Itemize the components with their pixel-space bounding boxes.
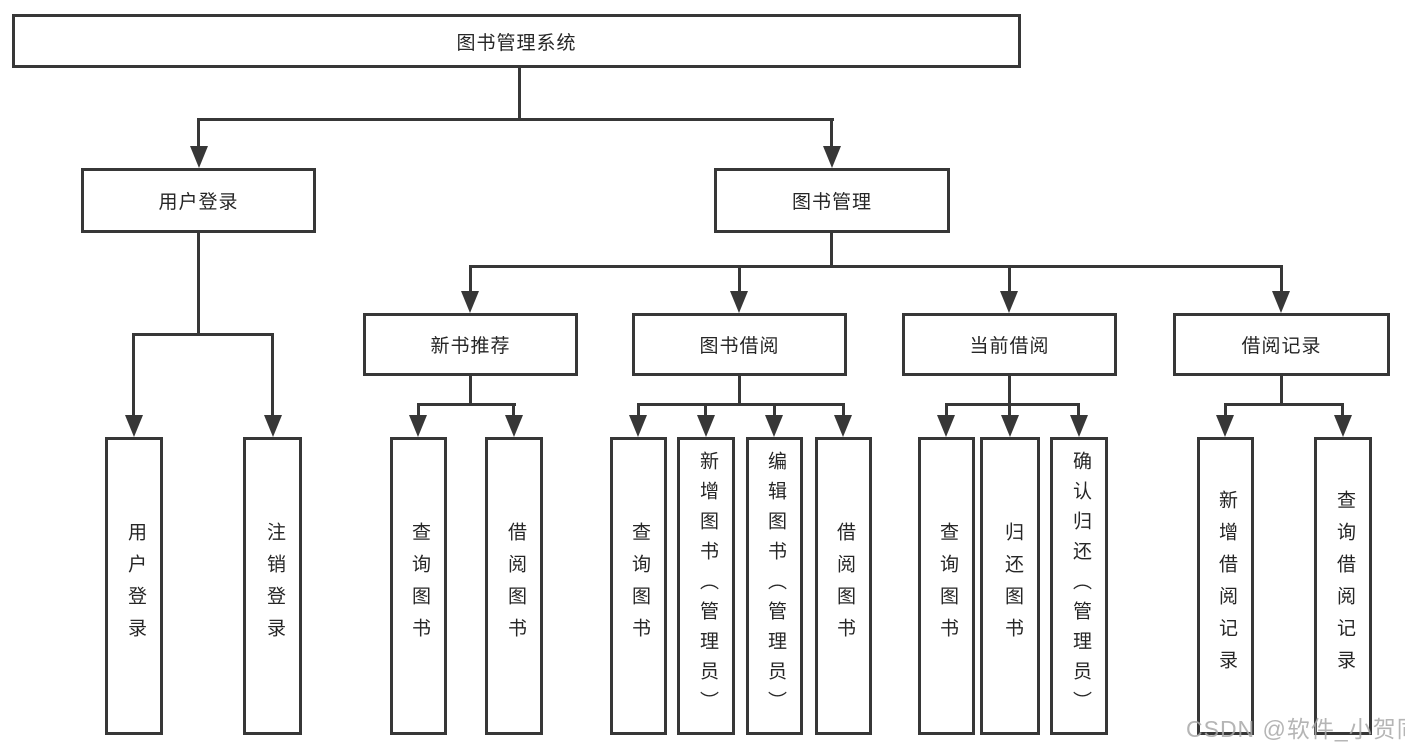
node-library-system: 图书管理系统 — [12, 14, 1021, 68]
leaf-confirm-return-admin: 确认归还（管理员） — [1050, 437, 1108, 735]
connector-line — [197, 118, 200, 148]
node-borrowing-records-label: 借阅记录 — [1241, 336, 1322, 357]
node-book-management: 图书管理 — [714, 168, 950, 233]
leaf-add-book-admin: 新增图书（管理员） — [677, 437, 735, 735]
connector-line — [773, 403, 776, 417]
connector-line — [842, 403, 845, 417]
connector-line — [132, 333, 274, 336]
leaf-user-login: 用户登录 — [105, 437, 163, 735]
arrow-down-icon — [125, 415, 143, 437]
leaf-return-book: 归还图书 — [980, 437, 1040, 735]
csdn-watermark: CSDN @软件_小贺同学 — [1186, 716, 1405, 742]
connector-line — [1008, 265, 1011, 293]
node-user-login: 用户登录 — [81, 168, 316, 233]
arrow-down-icon — [834, 415, 852, 437]
connector-line — [704, 403, 707, 417]
connector-line — [1341, 403, 1344, 417]
connector-line — [1077, 403, 1080, 417]
leaf-query-borrow-record: 查询借阅记录 — [1314, 437, 1372, 735]
arrow-down-icon — [629, 415, 647, 437]
node-current-borrowing-label: 当前借阅 — [969, 336, 1050, 357]
node-new-book-recommend-label: 新书推荐 — [430, 336, 511, 357]
arrow-down-icon — [937, 415, 955, 437]
connector-line — [637, 403, 845, 406]
connector-line — [271, 333, 274, 417]
connector-line — [512, 403, 515, 417]
node-current-borrowing: 当前借阅 — [902, 313, 1117, 376]
connector-line — [945, 403, 948, 417]
arrow-down-icon — [1001, 415, 1019, 437]
leaf-query-books-recommend: 查询图书 — [390, 437, 447, 735]
connector-line — [1224, 403, 1343, 406]
connector-line — [738, 376, 741, 406]
connector-line — [417, 403, 516, 406]
connector-line — [197, 233, 200, 336]
connector-line — [417, 403, 420, 417]
arrow-down-icon — [765, 415, 783, 437]
connector-line — [1008, 403, 1011, 417]
connector-line — [1280, 376, 1283, 406]
leaf-borrow-books-recommend: 借阅图书 — [485, 437, 543, 735]
node-borrowing-records: 借阅记录 — [1173, 313, 1390, 376]
connector-line — [1008, 376, 1011, 406]
connector-line — [469, 265, 472, 293]
node-book-borrowing-label: 图书借阅 — [699, 336, 780, 357]
connector-line — [637, 403, 640, 417]
node-library-system-label: 图书管理系统 — [456, 32, 577, 54]
arrow-down-icon — [1070, 415, 1088, 437]
connector-line — [830, 118, 833, 148]
arrow-down-icon — [264, 415, 282, 437]
arrow-down-icon — [190, 146, 208, 168]
connector-line — [469, 376, 472, 406]
leaf-add-borrow-record: 新增借阅记录 — [1197, 437, 1254, 735]
connector-line — [197, 118, 834, 121]
arrow-down-icon — [505, 415, 523, 437]
arrow-down-icon — [409, 415, 427, 437]
arrow-down-icon — [1334, 415, 1352, 437]
node-book-management-label: 图书管理 — [791, 192, 872, 213]
leaf-query-books-borrowing: 查询图书 — [610, 437, 667, 735]
leaf-edit-book-admin: 编辑图书（管理员） — [746, 437, 803, 735]
arrow-down-icon — [730, 291, 748, 313]
node-user-login-label: 用户登录 — [158, 192, 239, 213]
connector-line — [469, 265, 1282, 268]
connector-line — [132, 333, 135, 417]
node-book-borrowing: 图书借阅 — [632, 313, 847, 376]
leaf-query-books-current: 查询图书 — [918, 437, 975, 735]
arrow-down-icon — [823, 146, 841, 168]
leaf-logout: 注销登录 — [243, 437, 302, 735]
arrow-down-icon — [1272, 291, 1290, 313]
arrow-down-icon — [697, 415, 715, 437]
connector-line — [738, 265, 741, 293]
arrow-down-icon — [461, 291, 479, 313]
connector-line — [945, 403, 1079, 406]
arrow-down-icon — [1216, 415, 1234, 437]
leaf-borrow-books: 借阅图书 — [815, 437, 872, 735]
arrow-down-icon — [1000, 291, 1018, 313]
node-new-book-recommend: 新书推荐 — [363, 313, 578, 376]
connector-line — [830, 233, 833, 268]
connector-line — [1224, 403, 1227, 417]
connector-line — [518, 68, 521, 120]
connector-line — [1280, 265, 1283, 293]
